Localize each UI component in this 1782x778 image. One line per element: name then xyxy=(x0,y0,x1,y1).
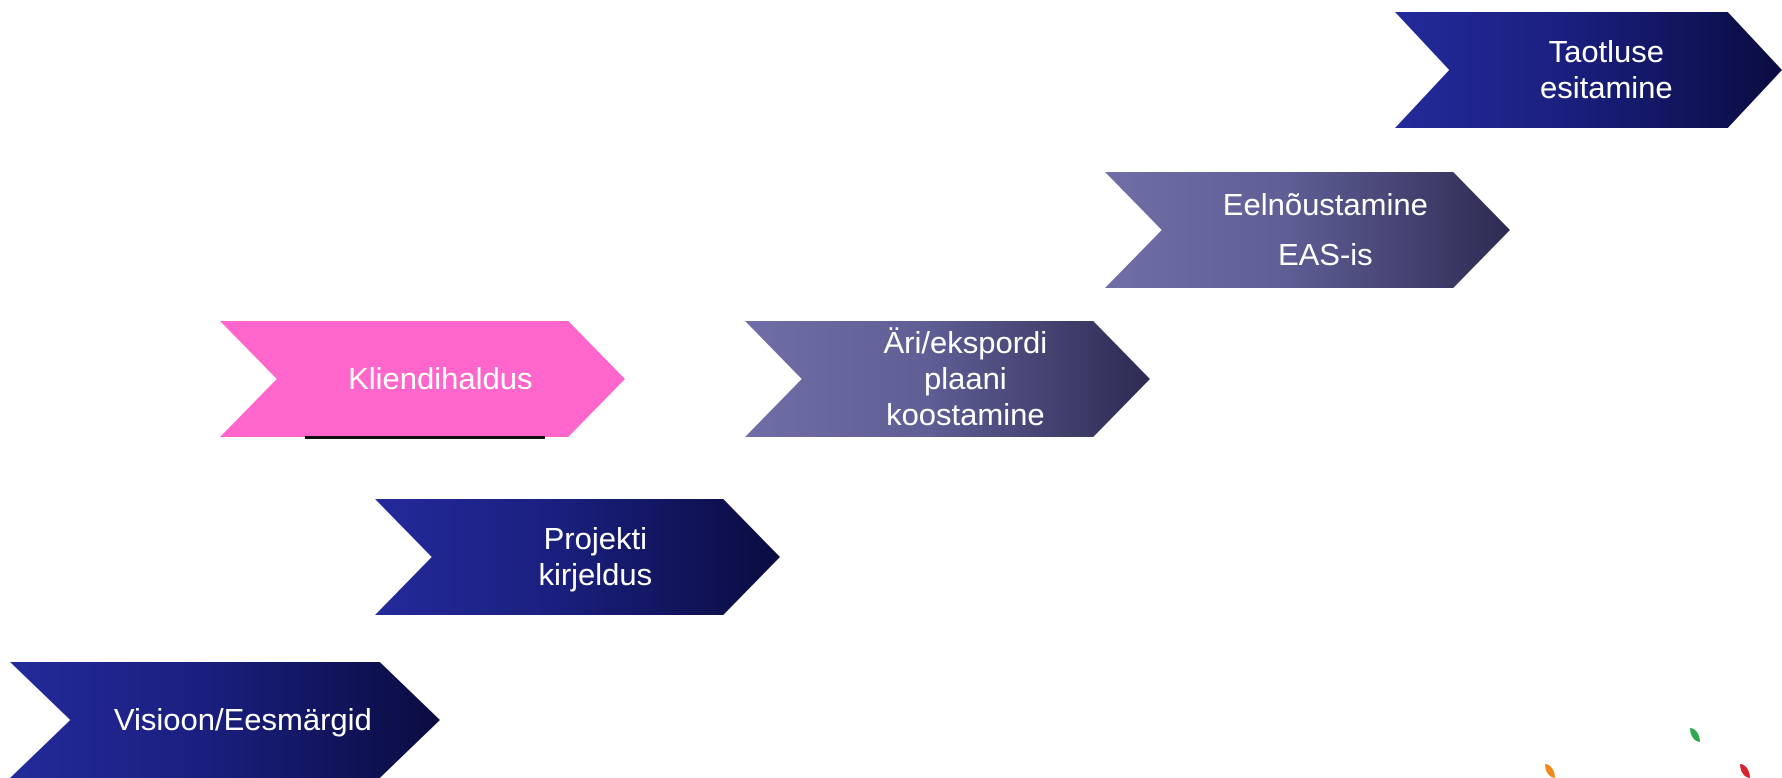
step-projekt-label: Projekti kirjeldus xyxy=(538,521,653,592)
step-eeln-label: Eelnõustamine EAS-is xyxy=(1222,187,1428,272)
step-taotl-chevron: Taotluse esitamine xyxy=(1395,12,1782,128)
step-ari-chevron: Äri/ekspordi plaani koostamine xyxy=(745,321,1150,437)
step-kliendi-label: Kliendihaldus xyxy=(348,361,533,396)
leaf-green-icon xyxy=(1690,728,1700,742)
step-kliendi-chevron: Kliendihaldus xyxy=(220,321,625,437)
leaf-orange-icon xyxy=(1545,764,1555,778)
step-visioon-chevron: Visioon/Eesmärgid xyxy=(10,662,440,778)
kliendi-underline xyxy=(305,436,545,439)
step-taotl-label: Taotluse esitamine xyxy=(1539,34,1673,105)
step-ari-label: Äri/ekspordi plaani koostamine xyxy=(883,325,1048,432)
leaf-red-icon xyxy=(1740,764,1750,778)
step-visioon-label: Visioon/Eesmärgid xyxy=(113,702,372,737)
step-projekt-chevron: Projekti kirjeldus xyxy=(375,499,780,615)
step-eeln-chevron: Eelnõustamine EAS-is xyxy=(1105,172,1510,288)
